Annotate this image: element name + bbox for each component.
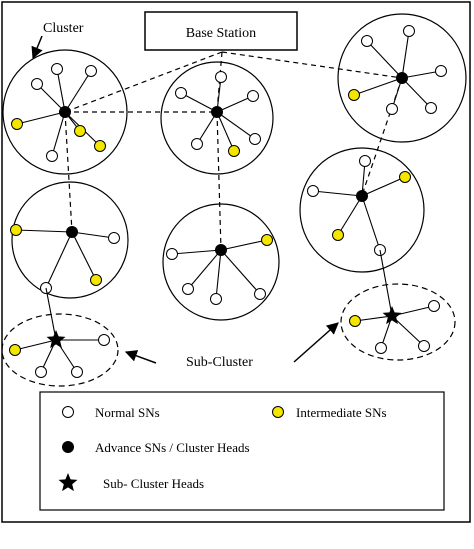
link-middle-down — [216, 111, 222, 251]
base-station-box — [144, 11, 298, 51]
normal-node — [435, 65, 447, 77]
intermediate-node — [228, 145, 240, 157]
normal-node — [51, 63, 63, 75]
normal-node — [71, 366, 83, 378]
normal-node — [182, 283, 194, 295]
legend-star-icon — [58, 473, 78, 492]
sub-cluster-boundary — [1, 313, 119, 387]
intermediate-node — [74, 125, 86, 137]
cluster-middle-left — [10, 181, 129, 299]
normal-node — [307, 185, 319, 197]
intermediate-node — [399, 171, 411, 183]
normal-node — [403, 25, 415, 37]
cluster-arrow — [31, 35, 43, 60]
cluster-boundary — [11, 181, 129, 299]
legend-advance-label: Advance SNs / Cluster Heads — [95, 440, 250, 455]
cluster-head-node — [59, 106, 71, 118]
cluster-boundary — [162, 203, 280, 321]
link-bs-left — [64, 51, 223, 113]
cluster-boundary — [160, 61, 274, 175]
normal-node — [428, 300, 440, 312]
legend: Normal SNs Intermediate SNs Advance SNs … — [39, 391, 445, 511]
normal-node — [361, 35, 373, 47]
legend-intermediate-label: Intermediate SNs — [296, 405, 387, 420]
cluster-label: Cluster — [43, 21, 84, 36]
intermediate-node — [94, 140, 106, 152]
normal-node — [166, 248, 178, 260]
cluster-top-left — [2, 49, 128, 175]
cluster-boundary — [337, 13, 467, 143]
link-left-down — [64, 111, 73, 233]
cluster-boundary — [299, 147, 425, 273]
normal-node — [386, 103, 398, 115]
legend-box — [39, 391, 445, 511]
cluster-middle-center — [162, 203, 280, 321]
cluster-head-node — [396, 72, 408, 84]
intermediate-node — [10, 224, 22, 236]
intermediate-node — [349, 315, 361, 327]
normal-node — [35, 366, 47, 378]
intermediate-node — [11, 118, 23, 130]
normal-node — [375, 342, 387, 354]
sub-cluster-left — [1, 287, 119, 387]
legend-intermediate-icon — [272, 406, 284, 418]
sub-cluster-arrow-left — [124, 350, 157, 364]
diagram-frame — [1, 1, 471, 523]
legend-normal-label: Normal SNs — [95, 405, 160, 420]
normal-node — [175, 87, 187, 99]
cluster-middle-right — [299, 147, 425, 273]
normal-node — [249, 133, 261, 145]
normal-node — [191, 138, 203, 150]
link-bs-right — [221, 51, 403, 79]
normal-node — [108, 232, 120, 244]
sub-cluster-right — [340, 249, 456, 361]
intermediate-node — [261, 234, 273, 246]
intermediate-node — [348, 89, 360, 101]
normal-node — [210, 293, 222, 305]
sub-cluster-label: Sub-Cluster — [186, 355, 253, 370]
normal-node — [247, 90, 259, 102]
legend-sub-head-label: Sub- Cluster Heads — [103, 476, 204, 491]
normal-node — [98, 334, 110, 346]
sub-cluster-head-star — [382, 306, 402, 325]
cluster-head-node — [356, 190, 368, 202]
cluster-boundary — [2, 49, 128, 175]
normal-node — [31, 78, 43, 90]
normal-node — [46, 150, 58, 162]
legend-normal-icon — [62, 406, 74, 418]
normal-node — [425, 102, 437, 114]
intermediate-node — [9, 344, 21, 356]
sub-cluster-head-star — [46, 330, 66, 349]
normal-node — [85, 65, 97, 77]
cluster-head-node — [211, 106, 223, 118]
base-station-label: Base Station — [186, 26, 256, 41]
normal-node — [418, 340, 430, 352]
sub-cluster-boundary — [340, 283, 456, 361]
cluster-top-middle — [160, 61, 274, 175]
intermediate-node — [332, 229, 344, 241]
intermediate-node — [90, 274, 102, 286]
normal-node — [359, 155, 371, 167]
cluster-top-right — [337, 13, 467, 143]
cluster-head-node — [66, 226, 78, 238]
normal-node — [254, 288, 266, 300]
cluster-head-node — [215, 244, 227, 256]
normal-node — [215, 71, 227, 83]
sub-cluster-arrow-right — [293, 322, 339, 363]
legend-advance-icon — [62, 441, 74, 453]
